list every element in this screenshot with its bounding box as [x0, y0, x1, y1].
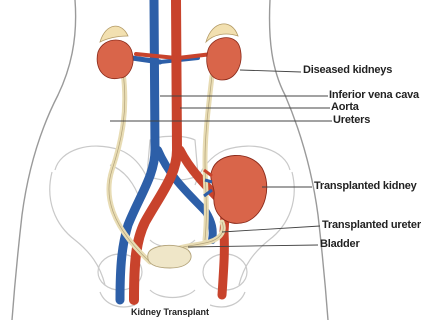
diseased-kidney-left [97, 26, 133, 79]
transplanted-kidney [204, 155, 267, 223]
leader-diseased-kidneys [240, 70, 301, 72]
diagram-caption: Kidney Transplant [0, 307, 340, 317]
diseased-kidney-right [206, 24, 241, 80]
label-transplanted-ureter: Transplanted ureter [322, 219, 421, 231]
label-diseased-kidneys: Diseased kidneys [303, 64, 392, 76]
label-transplanted-kidney: Transplanted kidney [314, 180, 417, 192]
label-bladder: Bladder [320, 238, 360, 250]
label-aorta: Aorta [331, 101, 359, 113]
leader-transplanted-ureter [222, 226, 320, 232]
bladder-organ [148, 245, 191, 268]
leader-bladder [188, 245, 318, 247]
label-inferior-vena-cava: Inferior vena cava [329, 89, 419, 101]
label-ureters: Ureters [333, 114, 370, 126]
